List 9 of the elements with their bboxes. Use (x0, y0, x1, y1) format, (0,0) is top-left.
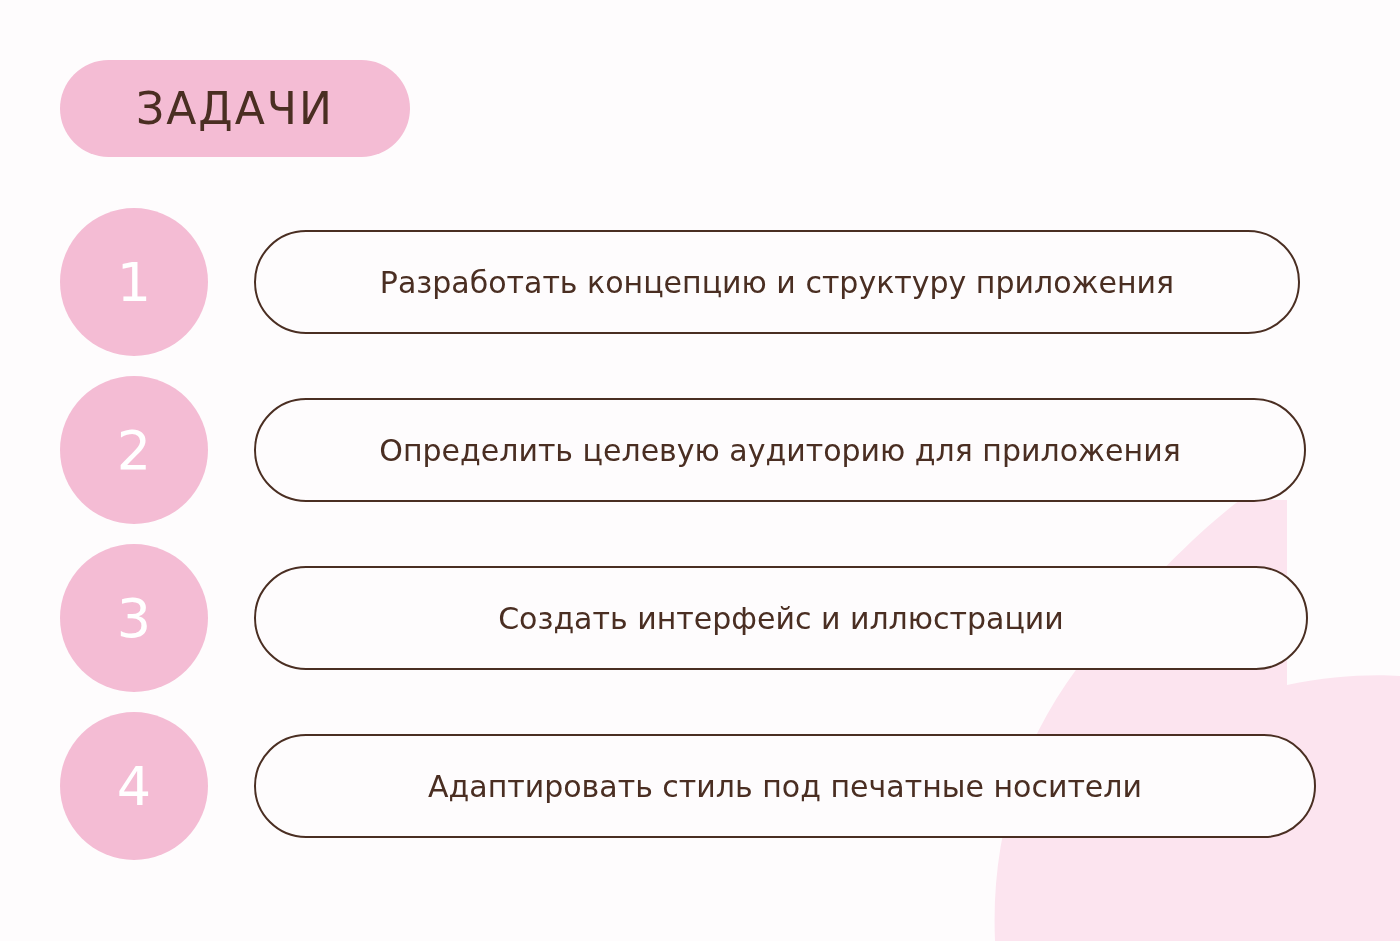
title-badge: ЗАДАЧИ (60, 60, 410, 157)
number-circle: 2 (60, 376, 208, 524)
number-circle: 1 (60, 208, 208, 356)
number-circle: 3 (60, 544, 208, 692)
task-box: Адаптировать стиль под печатные носители (254, 734, 1316, 838)
task-box: Определить целевую аудиторию для приложения (254, 398, 1306, 502)
task-box: Создать интерфейс и иллюстрации (254, 566, 1308, 670)
number-circle: 4 (60, 712, 208, 860)
task-box: Разработать концепцию и структуру приложения (254, 230, 1300, 334)
